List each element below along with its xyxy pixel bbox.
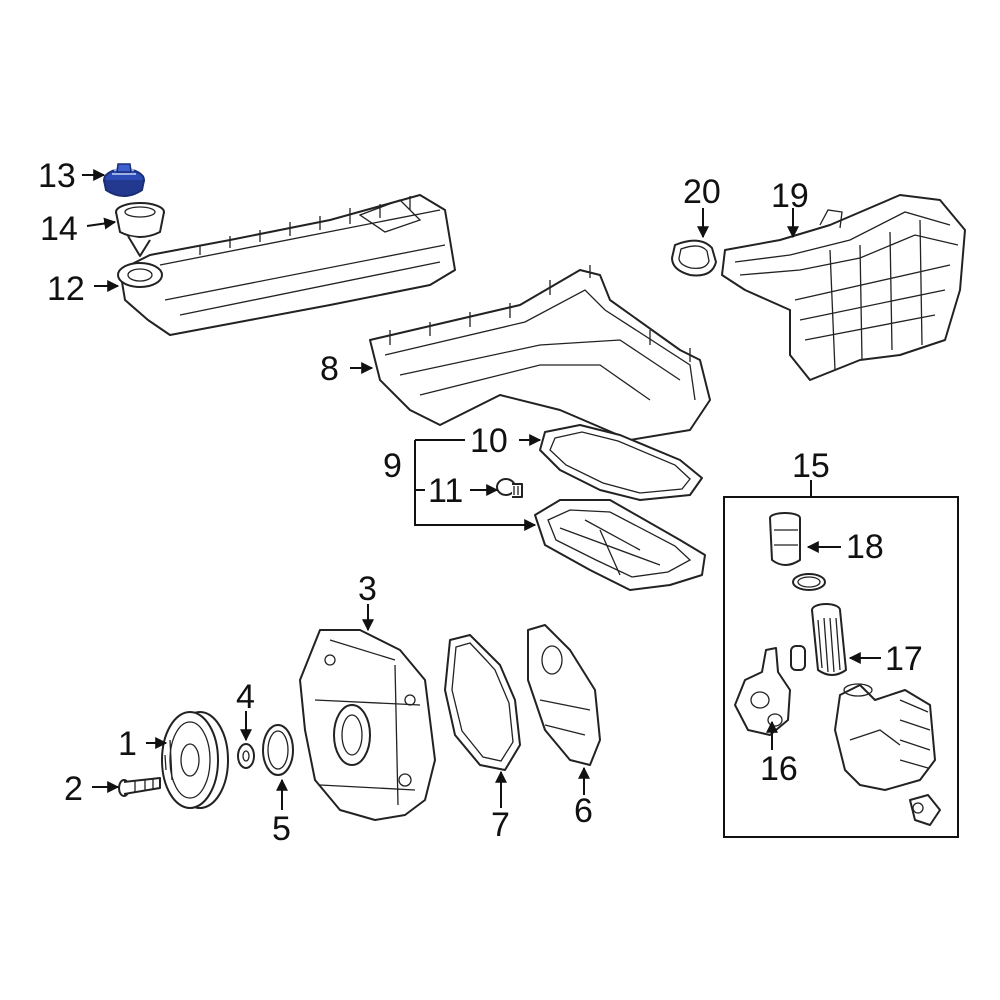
callout-10: 10 <box>470 422 508 460</box>
part-7-gasket[interactable] <box>444 634 521 771</box>
part-10-gasket[interactable] <box>539 424 703 501</box>
part-20-seal[interactable] <box>671 239 717 277</box>
part-6-cover[interactable] <box>527 624 601 766</box>
part-2-bolt[interactable] <box>118 777 161 797</box>
callout-4: 4 <box>236 678 255 716</box>
part-8-upper-oil-pan[interactable] <box>369 265 711 441</box>
callout-6: 6 <box>574 792 593 830</box>
part-17-filter-element[interactable] <box>811 603 847 676</box>
part-1-pulley[interactable] <box>161 711 229 809</box>
filter-o-ring[interactable] <box>792 573 826 591</box>
leader-lines <box>82 169 881 810</box>
callout-13: 13 <box>38 157 76 195</box>
callout-16: 16 <box>760 750 798 788</box>
callout-17: 17 <box>885 640 923 678</box>
part-11-drain-plug[interactable] <box>496 478 523 498</box>
callout-labels: 13 14 12 8 20 19 10 9 11 15 18 3 17 4 1 … <box>38 157 923 848</box>
callout-20: 20 <box>683 173 721 211</box>
part-9-lower-oil-pan[interactable] <box>534 499 706 591</box>
part-14-filler-neck[interactable] <box>115 202 165 257</box>
callout-5: 5 <box>272 810 291 848</box>
part-3-timing-case[interactable] <box>299 629 436 821</box>
part-19-intake-manifold[interactable] <box>721 194 966 381</box>
callout-1: 1 <box>118 725 137 763</box>
callout-18: 18 <box>846 528 884 566</box>
oil-filter-housing[interactable] <box>834 683 936 791</box>
callout-15: 15 <box>792 447 830 485</box>
callout-11: 11 <box>428 472 463 510</box>
callout-2: 2 <box>64 770 83 808</box>
callout-14: 14 <box>40 210 78 248</box>
part-4-washer[interactable] <box>237 743 255 769</box>
callout-12: 12 <box>47 270 85 308</box>
part-12-valve-cover[interactable] <box>117 194 456 336</box>
part-18-filter-cap[interactable] <box>769 512 801 566</box>
part-5-seal[interactable] <box>262 724 294 776</box>
callout-7: 7 <box>491 806 510 844</box>
part-13-oil-filler-cap[interactable] <box>103 163 145 197</box>
callout-3: 3 <box>358 570 377 608</box>
callout-9: 9 <box>383 447 402 485</box>
callout-8: 8 <box>320 350 339 388</box>
part-16-adapter-gasket[interactable] <box>734 647 791 736</box>
callout-19: 19 <box>771 177 809 215</box>
part-15-group-box <box>723 496 959 838</box>
small-seal[interactable] <box>790 645 806 671</box>
sensor[interactable] <box>909 794 941 826</box>
